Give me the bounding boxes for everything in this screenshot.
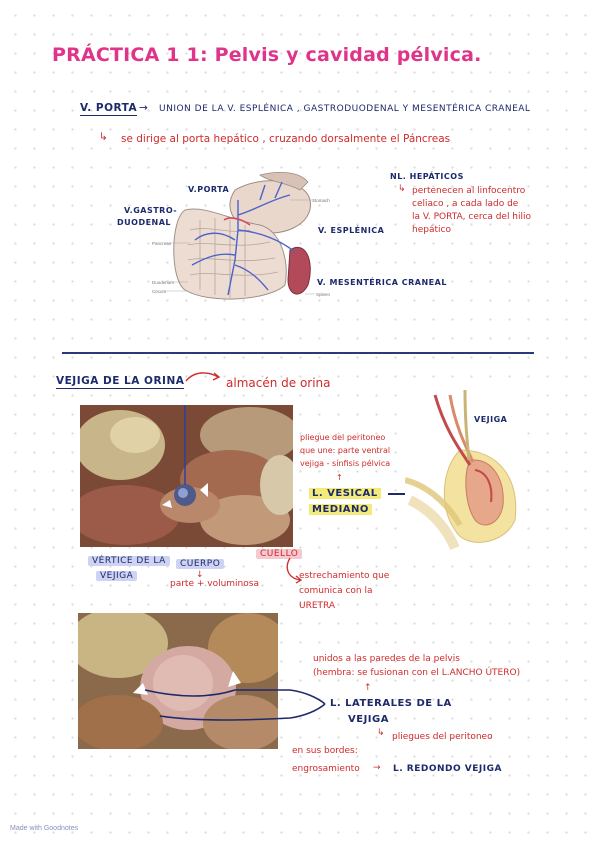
nl-hepaticos-label: NL. HEPÁTICOS [390, 172, 464, 181]
goodnotes-footer: Made with Goodnotes [10, 825, 79, 832]
pliegue-arrow: ↑ [336, 473, 343, 482]
porta-sub-text: se dirige al porta hepático , cruzando d… [121, 133, 451, 145]
vertice-label-2: VEJIGA [96, 571, 138, 581]
pliegues-arrow: ↳ [377, 728, 385, 738]
cuello-arrow [286, 557, 303, 584]
porta-arrow: → [139, 102, 148, 114]
nl-hepaticos-line-4: hepático [412, 225, 451, 235]
portal-vein-diagram: Stomach Pancreas Duodenum Cecum Spleen [152, 171, 331, 300]
bordes-text: en sus bordes: [292, 746, 358, 756]
cuello-desc-3: URETRA [299, 601, 336, 611]
nl-hepaticos-arrow: ↳ [398, 184, 406, 194]
porta-label: V. PORTA [80, 102, 138, 116]
cuello-desc-2: comunica con la [299, 586, 373, 596]
l-vesical-label-1: L. VESICAL [309, 488, 381, 499]
cuerpo-label: CUERPO [176, 559, 225, 569]
diagram-label-pancreas: Pancreas [152, 241, 172, 246]
bladder-diagram [405, 390, 520, 550]
diagram-label-duodenum: Duodenum [152, 280, 174, 285]
v-esplenica-label: V. ESPLÉNICA [318, 226, 385, 235]
nl-hepaticos-line-2: celiaco , a cada lado de [412, 199, 519, 209]
unidos-line-2: (hembra: se fusionan con el L.ANCHO ÚTER… [313, 668, 521, 678]
v-gastro-label-2: DUODENAL [117, 218, 172, 227]
v-gastro-label-1: V.GASTRO- [124, 206, 178, 215]
pliegue-line-1: pliegue del peritoneo [300, 433, 386, 442]
section-divider [62, 352, 534, 354]
pliegue-line-2: que une: parte ventral [300, 446, 391, 455]
unidos-up-arrow: ↑ [364, 683, 372, 693]
v-porta-label: V.PORTA [188, 185, 230, 194]
unidos-line-1: unidos a las paredes de la pelvis [313, 654, 460, 664]
v-mesenterica-label: V. MESENTÉRICA CRANEAL [317, 278, 447, 287]
nl-hepaticos-line-1: pertenecen al linfocentro [412, 186, 526, 196]
nl-hepaticos-line-3: la V. PORTA, cerca del hilio [412, 212, 532, 222]
vejiga-description: almacén de orina [226, 376, 331, 390]
bladder-diagram-label: VEJIGA [474, 415, 508, 424]
bladder-dissection-photo [80, 405, 293, 547]
lateral-ligaments-connector [144, 689, 326, 721]
diagram-label-spleen: Spleen [316, 292, 331, 297]
diagram-label-cecum: Cecum [152, 289, 167, 294]
engrosamiento-text: engrosamiento [292, 764, 360, 774]
porta-definition: union de la V. ESPLÉNICA , GASTRODUODENA… [159, 104, 531, 114]
pliegues-text: pliegues del peritoneo [392, 732, 493, 742]
cuerpo-description: parte + voluminosa [170, 579, 259, 589]
cuerpo-arrow: ↓ [196, 570, 204, 580]
vertice-label-1: VÉRTICE de la [88, 556, 170, 566]
cuello-label: CUELLO [256, 549, 303, 559]
engrosamiento-arrow: → [373, 763, 381, 773]
laterales-label-1: L. LATERALES de la [330, 698, 452, 709]
laterales-label-2: VEJIGA [348, 714, 389, 725]
vejiga-heading-arrow [185, 372, 221, 382]
redondo-label: L. REDONDO VEJIGA [393, 764, 502, 774]
lateral-ligaments-photo [78, 613, 278, 749]
cuello-desc-1: estrechamiento que [299, 571, 390, 581]
page-title: PRÁCTICA 1 1: Pelvis y cavidad pélvica. [52, 44, 482, 66]
vejiga-heading: VEJIGA DE LA ORINA [56, 375, 185, 389]
diagram-label-stomach: Stomach [312, 198, 330, 203]
porta-sub-arrow: ↳ [99, 131, 108, 143]
l-vesical-label-2: MEDIANO [309, 504, 372, 515]
pliegue-line-3: vejiga - sínfisis pélvica [300, 459, 391, 468]
